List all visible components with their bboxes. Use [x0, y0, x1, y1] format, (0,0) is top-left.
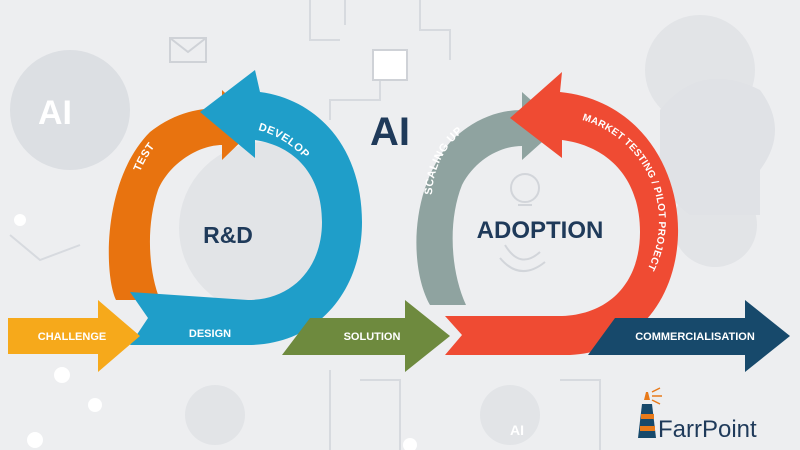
farrpoint-logo: FarrPoint	[638, 387, 757, 443]
solution-label: SOLUTION	[344, 331, 401, 343]
center-ai-title: AI	[370, 110, 410, 154]
chip-icon	[372, 49, 408, 81]
design-label: DESIGN	[189, 328, 231, 340]
ai-badge-left: AI	[38, 94, 72, 132]
challenge-arrow: CHALLENGE	[8, 300, 140, 372]
lightbulb-icon	[510, 173, 540, 206]
logo-text: FarrPoint	[658, 416, 757, 443]
rnd-title: R&D	[203, 222, 253, 248]
hands-icon	[499, 244, 546, 272]
head-icon	[659, 78, 775, 215]
commercialisation-label: COMMERCIALISATION	[635, 331, 755, 343]
adoption-title: ADOPTION	[477, 217, 604, 244]
lighthouse-icon	[638, 387, 662, 438]
ai-badge-circle	[10, 50, 130, 170]
challenge-label: CHALLENGE	[38, 331, 106, 343]
ai-badge-bottom: AI	[510, 422, 524, 438]
adoption-loop: SCALING UP MARKET TESTING / PILOT PROJEC…	[416, 72, 679, 355]
circuit-icon	[9, 0, 601, 450]
develop-design-arc	[130, 70, 362, 345]
market-testing-arc	[445, 72, 679, 355]
solution-arrow: SOLUTION	[282, 300, 450, 372]
scaling-up-arc	[416, 92, 560, 305]
envelope-icon	[169, 37, 207, 63]
test-arc	[108, 90, 258, 300]
commercialisation-arrow: COMMERCIALISATION	[588, 300, 790, 372]
